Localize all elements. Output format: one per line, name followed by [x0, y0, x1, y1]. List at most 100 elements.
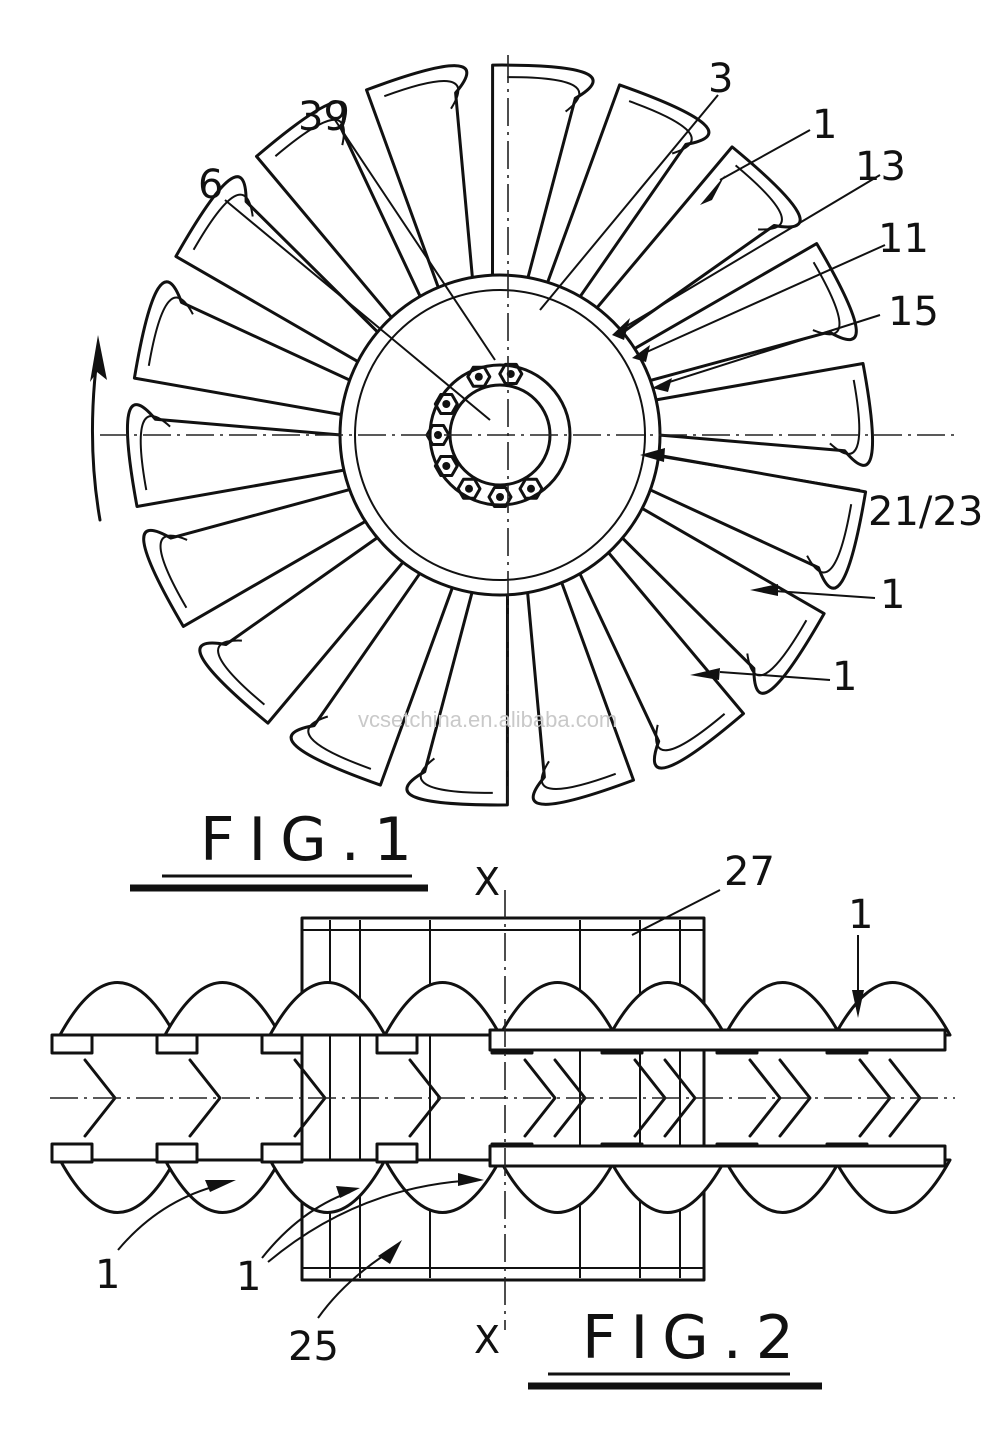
- fig2-rail-top: [488, 1028, 947, 1052]
- fig1-bucket-rim: [383, 80, 460, 110]
- fig1-bucket: [255, 100, 426, 327]
- fig2-caption: FIG.2: [582, 1303, 808, 1373]
- label-27: 27: [724, 849, 775, 895]
- leader-13: [619, 174, 881, 331]
- fig2-bucket-tab: [50, 1142, 94, 1164]
- fig1-bucket: [142, 485, 376, 628]
- fig2-bucket-splitter: [748, 1058, 782, 1138]
- fig2-bucket-bottom: [383, 1158, 502, 1214]
- fig2-bucket-top: [498, 981, 617, 1037]
- fig2-hub: [300, 916, 706, 1282]
- fig1-runner-view: 3 39 6 1 13 11 15 21/23 1 1 FIG.1: [90, 55, 983, 892]
- fig2-bucket-tab: [260, 1033, 304, 1055]
- fig1-caption: FIG.1: [200, 805, 426, 875]
- arrowhead-25: [378, 1240, 402, 1264]
- label-39: 39: [298, 94, 349, 140]
- fig2-bucket-top: [833, 981, 952, 1037]
- fig2-bucket-top: [608, 981, 727, 1037]
- fig1-bucket-rim: [540, 760, 617, 790]
- label-x-bottom: X: [474, 1318, 500, 1362]
- leader-1-fig2-left: [117, 1184, 221, 1251]
- label-x-top: X: [474, 860, 500, 904]
- fig1-bucket-rim: [507, 76, 581, 113]
- fig1-bucket: [174, 175, 387, 369]
- fig2-bucket-tab: [50, 1033, 94, 1055]
- fig1-bolt-nut: [487, 486, 513, 508]
- arrowhead-1-fig2-left: [205, 1180, 236, 1192]
- fig1-bucket: [542, 83, 711, 307]
- fig2-side-view: X X 27 1 1 1 25 FIG.2: [50, 849, 955, 1390]
- fig1-bolt-center: [474, 372, 483, 381]
- fig1-bolt-center: [527, 484, 535, 493]
- fig1-bucket: [198, 530, 411, 725]
- fig2-bucket-top: [163, 981, 282, 1037]
- arrowhead-1-right-a: [750, 584, 778, 596]
- leader-15: [659, 314, 881, 386]
- fig1-bucket: [525, 571, 635, 806]
- fig2-bucket-splitter: [778, 1058, 812, 1138]
- arrowhead-15: [652, 378, 672, 392]
- fig1-bucket-rim: [734, 164, 783, 231]
- fig1-bucket: [589, 145, 802, 340]
- label-21-23: 21/23: [868, 489, 983, 535]
- fig2-bucket-tab: [375, 1142, 419, 1164]
- fig2-bucket-top: [268, 981, 387, 1037]
- fig1-bucket-rim: [139, 415, 171, 491]
- fig1-bolt-nut: [433, 393, 459, 415]
- fig2-bucket-tab: [155, 1142, 199, 1164]
- fig2-bucket-tab: [155, 1033, 199, 1055]
- fig2-bucket-tab: [260, 1142, 304, 1164]
- fig1-bucket-rim: [806, 504, 853, 574]
- label-1-fig2-mid: 1: [236, 1254, 261, 1300]
- label-1-right-a: 1: [880, 572, 905, 618]
- fig1-bucket-rim: [147, 296, 194, 366]
- arrowhead-1-fig2-top: [852, 990, 864, 1018]
- fig2-bucket-top: [58, 981, 177, 1037]
- fig1-bucket-rim: [655, 713, 726, 752]
- arrowhead-11: [632, 345, 650, 362]
- fig2-bucket-row: [50, 981, 952, 1214]
- leader-6: [224, 199, 491, 421]
- fig1-bucket: [574, 543, 745, 770]
- arrowhead-21-23: [640, 448, 665, 462]
- label-15: 15: [888, 289, 939, 335]
- leader-39: [334, 119, 496, 361]
- arrowhead-1-top: [700, 175, 725, 205]
- fig2-bucket-splitter: [188, 1058, 222, 1138]
- fig1-bucket-rim: [746, 619, 808, 677]
- arrowhead-1-fig2-mid-a: [336, 1186, 360, 1198]
- leader-11: [639, 244, 886, 356]
- fig2-bucket-tab: [375, 1033, 419, 1055]
- label-6: 6: [198, 162, 223, 208]
- fig2-bucket-bottom: [268, 1158, 387, 1214]
- label-1-fig2-top: 1: [848, 892, 873, 938]
- arrowhead-1-right-b: [690, 668, 720, 680]
- label-3: 3: [708, 56, 733, 102]
- leader-1-fig2-mid-b: [267, 1179, 479, 1263]
- fig1-bolt-nut: [433, 455, 459, 477]
- fig2-bucket-top: [383, 981, 502, 1037]
- fig1-bolt-center: [442, 400, 451, 408]
- fig2-bucket-bottom: [833, 1158, 952, 1214]
- leader-21-23: [649, 454, 861, 491]
- fig1-bucket: [132, 280, 361, 418]
- fig1-bucket: [405, 581, 509, 807]
- arrowhead-1-fig2-mid-b: [458, 1173, 484, 1186]
- fig2-bucket-bottom: [163, 1158, 282, 1214]
- label-1-right-b: 1: [832, 654, 857, 700]
- fig1-bolt-nut: [466, 365, 492, 388]
- fig1-bolt-center: [496, 493, 504, 501]
- arrowhead-13: [612, 318, 630, 340]
- fig2-rail-bottom: [488, 1144, 947, 1168]
- label-25: 25: [288, 1324, 339, 1370]
- label-1-top: 1: [812, 102, 837, 148]
- fig1-bucket: [613, 501, 826, 695]
- leader-1-right-b: [719, 671, 831, 681]
- fig1-hub-inner-ring: [354, 289, 646, 581]
- label-13: 13: [855, 144, 906, 190]
- fig1-bucket-rim: [159, 534, 188, 609]
- fig1-bucket: [365, 64, 475, 299]
- fig1-rotation-arrowhead: [90, 335, 107, 382]
- fig1-bucket-rim: [419, 757, 493, 794]
- fig1-bolt-set: [425, 362, 544, 508]
